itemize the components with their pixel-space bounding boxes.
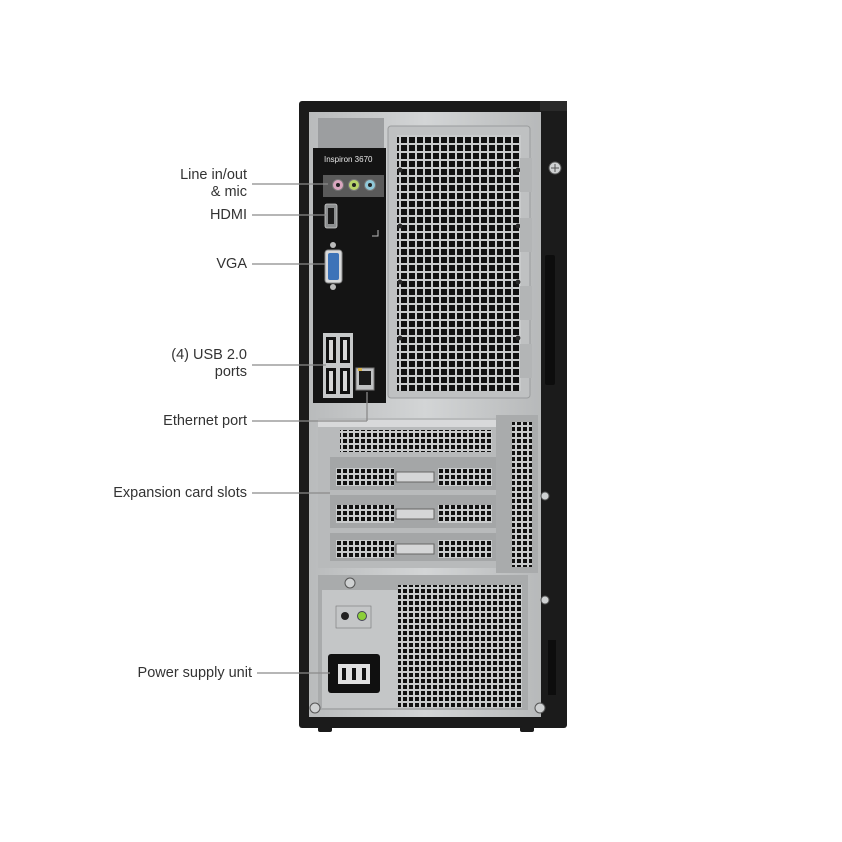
callout-psu: Power supply unit	[137, 665, 252, 681]
vga-port	[324, 242, 343, 290]
side-slot	[545, 255, 555, 385]
callout-hdmi: HDMI	[209, 207, 247, 223]
model-label: Inspiron 3670	[324, 155, 373, 164]
top-grille	[397, 135, 521, 391]
usb-ports	[323, 333, 353, 398]
expansion-slots	[318, 415, 550, 605]
callout-audio: Line in/out & mic	[180, 167, 247, 201]
leader-lines	[252, 183, 368, 674]
top-lip	[540, 101, 567, 111]
callout-audio-line2: & mic	[210, 184, 247, 200]
callout-audio-line1: Line in/out	[180, 167, 247, 183]
io-panel-top	[318, 118, 384, 148]
psu	[309, 575, 556, 714]
callout-expansion: Expansion card slots	[113, 485, 247, 501]
ethernet-port	[355, 367, 375, 391]
callout-usb: (4) USB 2.0 ports	[171, 347, 247, 381]
callout-ethernet: Ethernet port	[163, 413, 247, 429]
foot-right	[520, 726, 534, 732]
foot-left	[318, 726, 332, 732]
callout-usb-line1: (4) USB 2.0	[171, 347, 247, 363]
callout-vga: VGA	[216, 256, 247, 272]
callout-usb-line2: ports	[214, 364, 247, 380]
audio-jacks	[323, 175, 384, 197]
